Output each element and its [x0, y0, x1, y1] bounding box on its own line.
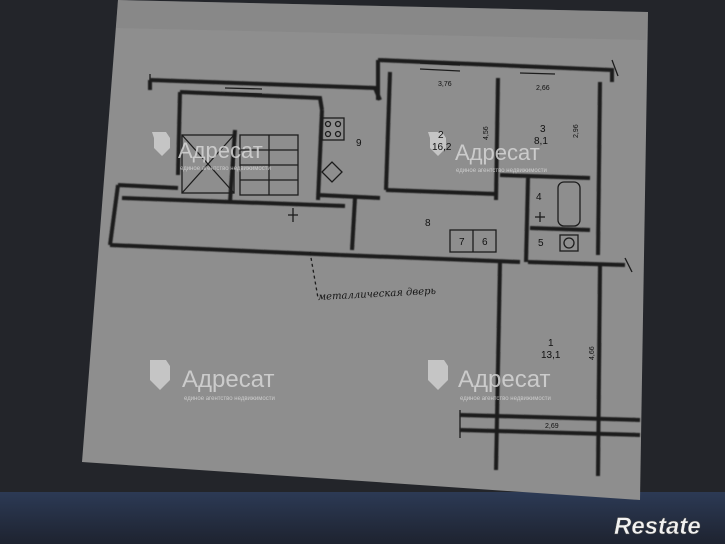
room3-depth-dimension: 2,96 — [573, 124, 580, 138]
paper-sheet — [82, 0, 648, 500]
background-edge — [0, 492, 725, 544]
watermark-logo-icon — [428, 132, 446, 156]
watermark-tagline: единое агентство недвижимости — [184, 396, 275, 402]
watermark-tagline: единое агентство недвижимости — [460, 396, 551, 402]
plan-details — [149, 59, 633, 438]
room-1-area: 13,1 — [541, 350, 561, 361]
watermark-top-left: Адресат единое агентство недвижимости — [152, 132, 271, 172]
room-labels: 9 2 16,2 3 8,1 4 5 8 7 6 1 13,1 — [356, 124, 561, 361]
room3-width-dimension: 2,66 — [536, 85, 550, 92]
room-7-number: 7 — [459, 237, 465, 248]
room-2-area: 16,2 — [432, 142, 452, 153]
dimension-labels: 3,76 2,66 4,56 2,96 4,66 2,69 — [438, 81, 596, 430]
room-5-number: 5 — [538, 238, 544, 249]
watermark-brand: Адресат — [455, 140, 540, 165]
watermark-brand: Адресат — [458, 366, 551, 393]
watermark-logo-icon — [428, 360, 448, 390]
watermark-tagline: единое агентство недвижимости — [180, 166, 271, 172]
restate-logo: Restate — [614, 513, 701, 541]
watermark-brand: Адресат — [182, 366, 275, 393]
restate-logo-text: Restate — [614, 513, 701, 540]
room1-width-dimension: 2,69 — [545, 423, 559, 430]
room1-depth-dimension: 4,66 — [589, 346, 596, 360]
watermark-bottom-right: Адресат единое агентство недвижимости — [428, 360, 551, 402]
watermark-top-right: Адресат единое агентство недвижимости — [428, 132, 547, 174]
room-1-number: 1 — [548, 338, 554, 349]
room-3-number: 3 — [540, 124, 546, 135]
room-4-number: 4 — [536, 192, 542, 203]
room-9-number: 9 — [356, 138, 362, 149]
watermark-bottom-left: Адресат единое агентство недвижимости — [150, 360, 275, 402]
watermark-brand: Адресат — [178, 138, 263, 163]
watermark-logo-icon — [150, 360, 170, 390]
watermark-tagline: единое агентство недвижимости — [456, 168, 547, 174]
room-6-number: 6 — [482, 237, 488, 248]
paper-shadow — [116, 0, 648, 40]
room-3-area: 8,1 — [534, 136, 548, 147]
room-8-number: 8 — [425, 218, 431, 229]
room2-width-dimension: 3,76 — [438, 81, 452, 88]
watermark-logo-icon — [152, 132, 170, 156]
room2-depth-dimension: 4,56 — [483, 126, 490, 140]
room-2-number: 2 — [438, 130, 444, 141]
